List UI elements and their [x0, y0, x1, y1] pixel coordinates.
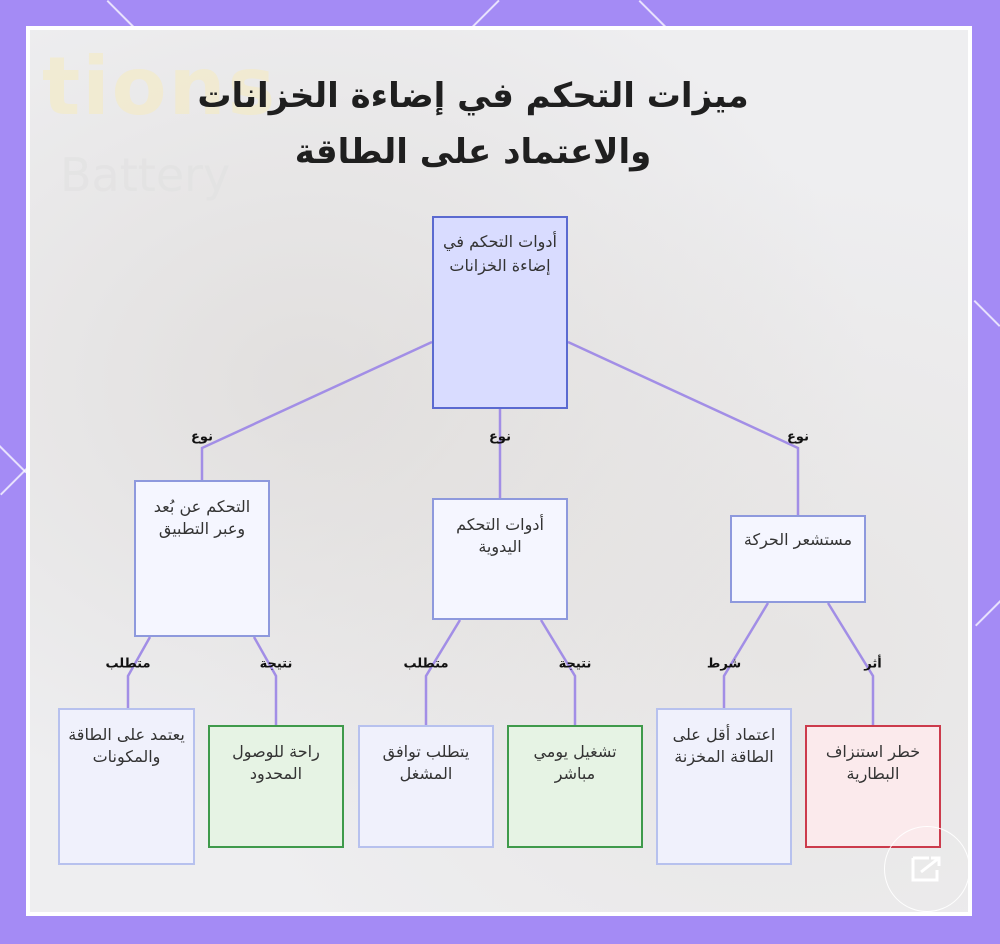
edge-label-type: نوع [489, 429, 511, 445]
background-text: Battery [60, 148, 231, 202]
node-remote-app-control: التحكم عن بُعد وعبر التطبيق [134, 480, 270, 637]
edge-label-condition: شرط [706, 656, 742, 672]
edge-label-type: نوع [191, 429, 213, 445]
edge-label-effect: أثر [864, 656, 882, 672]
edge-label-result: نتيجة [259, 656, 293, 672]
edge-root-remote [200, 340, 433, 480]
edge-motion-cond [722, 602, 770, 708]
page-title: ميزات التحكم في إضاءة الخزانات [197, 76, 749, 116]
edge-motion-eff [826, 602, 875, 725]
page-subtitle: والاعتماد على الطاقة [294, 132, 652, 172]
edge-manual-res [539, 619, 577, 725]
edge-label-requirement: متطلب [105, 656, 151, 672]
node-manual-controls: أدوات التحكم اليدوية [432, 498, 568, 620]
node-power-dependent: يعتمد على الطاقة والمكونات [58, 708, 195, 865]
node-daily-direct-operation: تشغيل يومي مباشر [507, 725, 643, 848]
edge-label-requirement: متطلب [403, 656, 449, 672]
node-less-stored-energy: اعتماد أقل على الطاقة المخزنة [656, 708, 792, 865]
node-actuator-compatibility: يتطلب توافق المشغل [358, 725, 494, 848]
edge-remote-req [126, 636, 152, 708]
node-limited-access-convenience: راحة للوصول المحدود [208, 725, 344, 848]
edge-remote-res [252, 636, 278, 725]
background-text: tions [42, 40, 278, 133]
node-motion-sensor: مستشعر الحركة [730, 515, 866, 603]
edge-root-motion [567, 340, 800, 515]
edge-manual-req [424, 619, 462, 725]
edge-label-type: نوع [787, 429, 809, 445]
brand-logo [884, 826, 970, 912]
node-cabinet-lighting-controls: أدوات التحكم في إضاءة الخزانات [432, 216, 568, 409]
edit-box-icon [911, 856, 941, 882]
edge-label-result: نتيجة [558, 656, 592, 672]
